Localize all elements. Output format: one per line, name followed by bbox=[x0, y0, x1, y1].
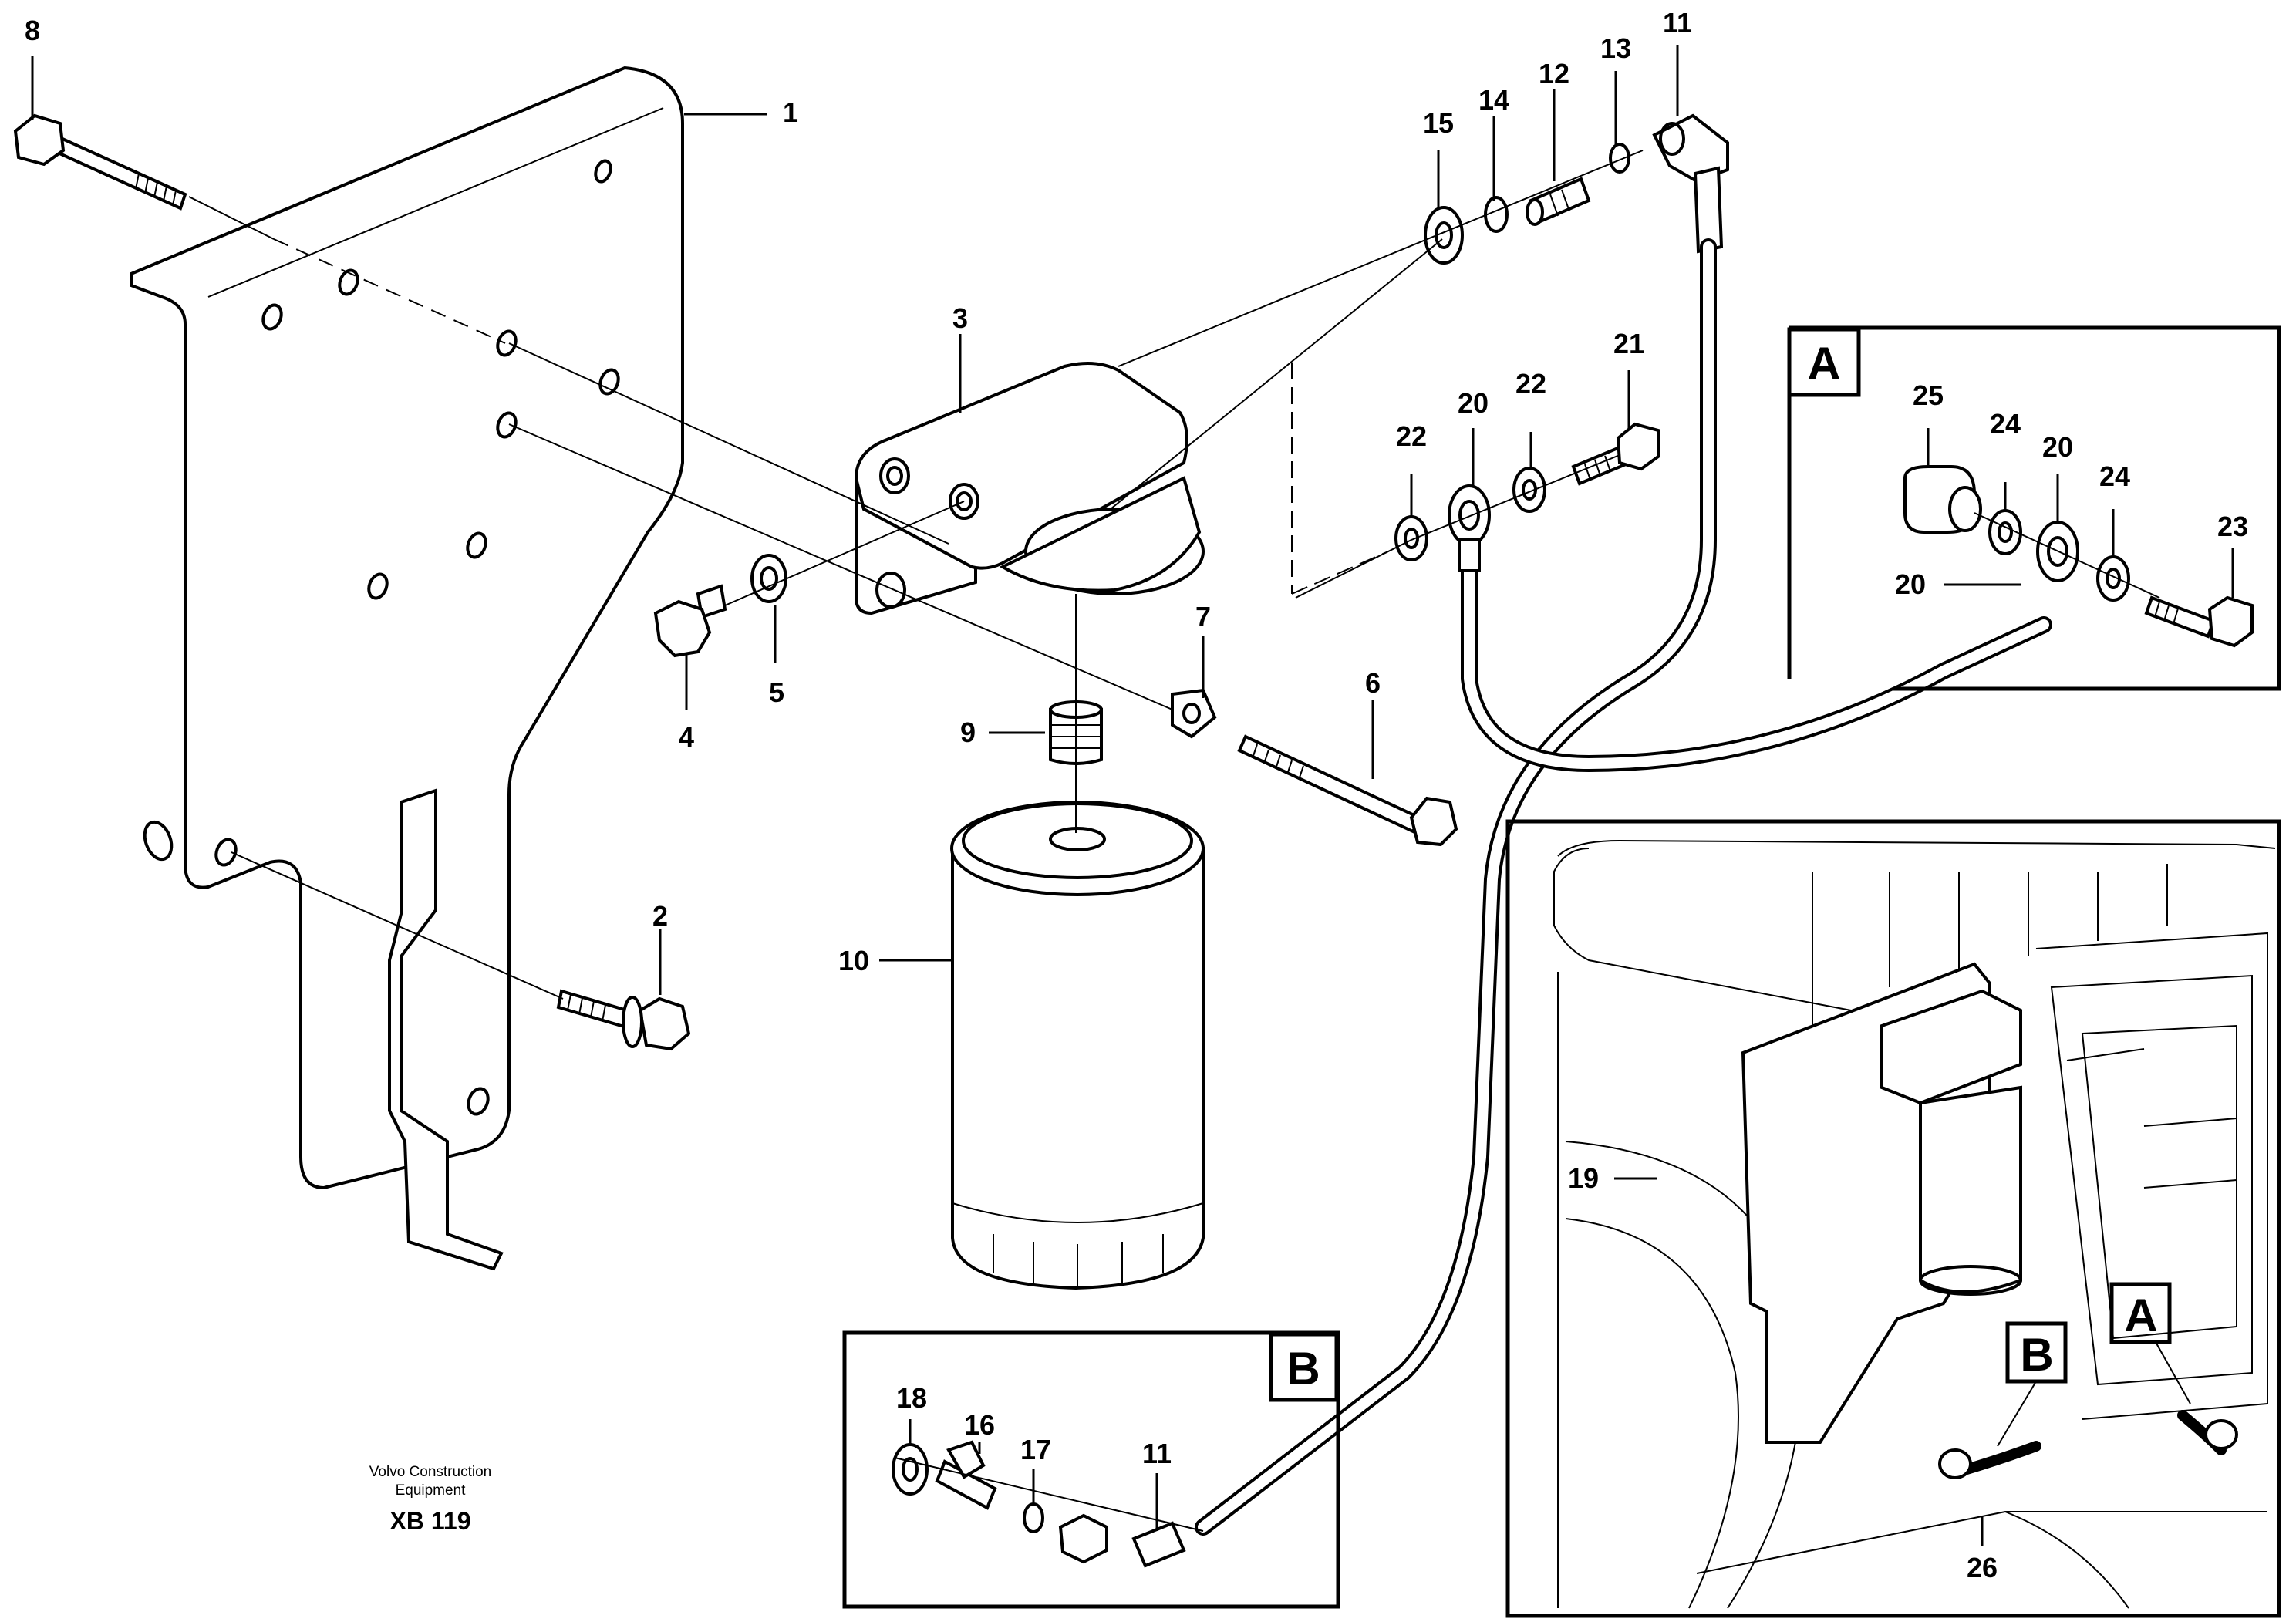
banjo-20 bbox=[1448, 484, 1491, 572]
label-1: 1 bbox=[783, 96, 798, 128]
label-5: 5 bbox=[769, 676, 784, 708]
washer-7 bbox=[1171, 688, 1217, 739]
o-ring-13 bbox=[1609, 143, 1630, 174]
credit-line-2: Equipment bbox=[396, 1482, 467, 1499]
credit-line-1: Volvo Construction bbox=[369, 1464, 491, 1480]
label-11-b: 11 bbox=[1142, 1438, 1172, 1469]
label-3: 3 bbox=[952, 302, 968, 334]
washer-15 bbox=[1424, 206, 1464, 265]
washer-5 bbox=[750, 554, 787, 603]
washer-22-right bbox=[1512, 467, 1546, 513]
oil-filter bbox=[950, 801, 1205, 1290]
label-18: 18 bbox=[896, 1382, 927, 1414]
label-4: 4 bbox=[679, 721, 694, 753]
label-14: 14 bbox=[1478, 84, 1509, 116]
label-20: 20 bbox=[1458, 387, 1489, 419]
label-leaders bbox=[31, 45, 2234, 1546]
label-6: 6 bbox=[1365, 667, 1381, 699]
detail-a-box bbox=[1787, 325, 2281, 691]
label-20-a-left: 20 bbox=[1895, 568, 1926, 600]
label-22-left: 22 bbox=[1396, 420, 1427, 452]
mounting-bracket bbox=[130, 66, 684, 1271]
credit-block: Volvo Construction Equipment XB 119 bbox=[369, 1464, 491, 1535]
label-15: 15 bbox=[1423, 107, 1454, 139]
overview-box bbox=[1505, 819, 2281, 1618]
washer-22-left bbox=[1394, 515, 1428, 561]
pointer-b-label: B bbox=[2020, 1329, 2053, 1381]
detail-b-title: B bbox=[1286, 1343, 1320, 1394]
main-labels: 1 2 3 4 5 6 7 8 9 10 11 12 13 14 15 20 2… bbox=[25, 7, 1692, 976]
detail-a-labels: A 25 24 20 24 23 20 bbox=[1807, 338, 2248, 600]
label-22-right: 22 bbox=[1515, 368, 1546, 400]
label-12: 12 bbox=[1539, 58, 1569, 89]
detail-a-title: A bbox=[1807, 338, 1840, 389]
label-19: 19 bbox=[1568, 1162, 1599, 1194]
detail-b-labels: B 18 16 17 11 bbox=[896, 1343, 1320, 1469]
bolt-6 bbox=[1237, 734, 1458, 847]
filter-head bbox=[854, 362, 1205, 615]
adapter-12 bbox=[1526, 177, 1591, 226]
label-7: 7 bbox=[1195, 601, 1211, 632]
overview-labels: 19 26 A B bbox=[1568, 1162, 2158, 1583]
label-26: 26 bbox=[1967, 1552, 1998, 1583]
label-10: 10 bbox=[838, 945, 869, 976]
assembly-lines bbox=[188, 150, 1644, 1000]
label-25: 25 bbox=[1913, 379, 1944, 411]
bolt-21 bbox=[1571, 422, 1660, 486]
plug-4 bbox=[653, 584, 727, 658]
detail-b-box bbox=[842, 1330, 1340, 1609]
bolt-8 bbox=[13, 113, 187, 211]
label-11: 11 bbox=[1663, 7, 1692, 39]
hose-20 bbox=[1461, 547, 2052, 772]
pointer-a-label: A bbox=[2124, 1290, 2157, 1341]
label-24-left: 24 bbox=[1990, 408, 2021, 440]
label-20-a-top: 20 bbox=[2042, 431, 2073, 463]
label-9: 9 bbox=[960, 717, 976, 748]
label-16: 16 bbox=[964, 1409, 995, 1441]
label-2: 2 bbox=[652, 900, 668, 932]
label-24-right: 24 bbox=[2099, 460, 2130, 492]
hose-11 bbox=[1195, 113, 1729, 1536]
drawing-code: XB 119 bbox=[390, 1507, 471, 1535]
label-21: 21 bbox=[1613, 328, 1644, 359]
label-8: 8 bbox=[25, 15, 40, 46]
label-17: 17 bbox=[1020, 1434, 1051, 1465]
label-13: 13 bbox=[1600, 32, 1631, 64]
label-23: 23 bbox=[2217, 511, 2248, 542]
bolt-2 bbox=[556, 989, 691, 1051]
